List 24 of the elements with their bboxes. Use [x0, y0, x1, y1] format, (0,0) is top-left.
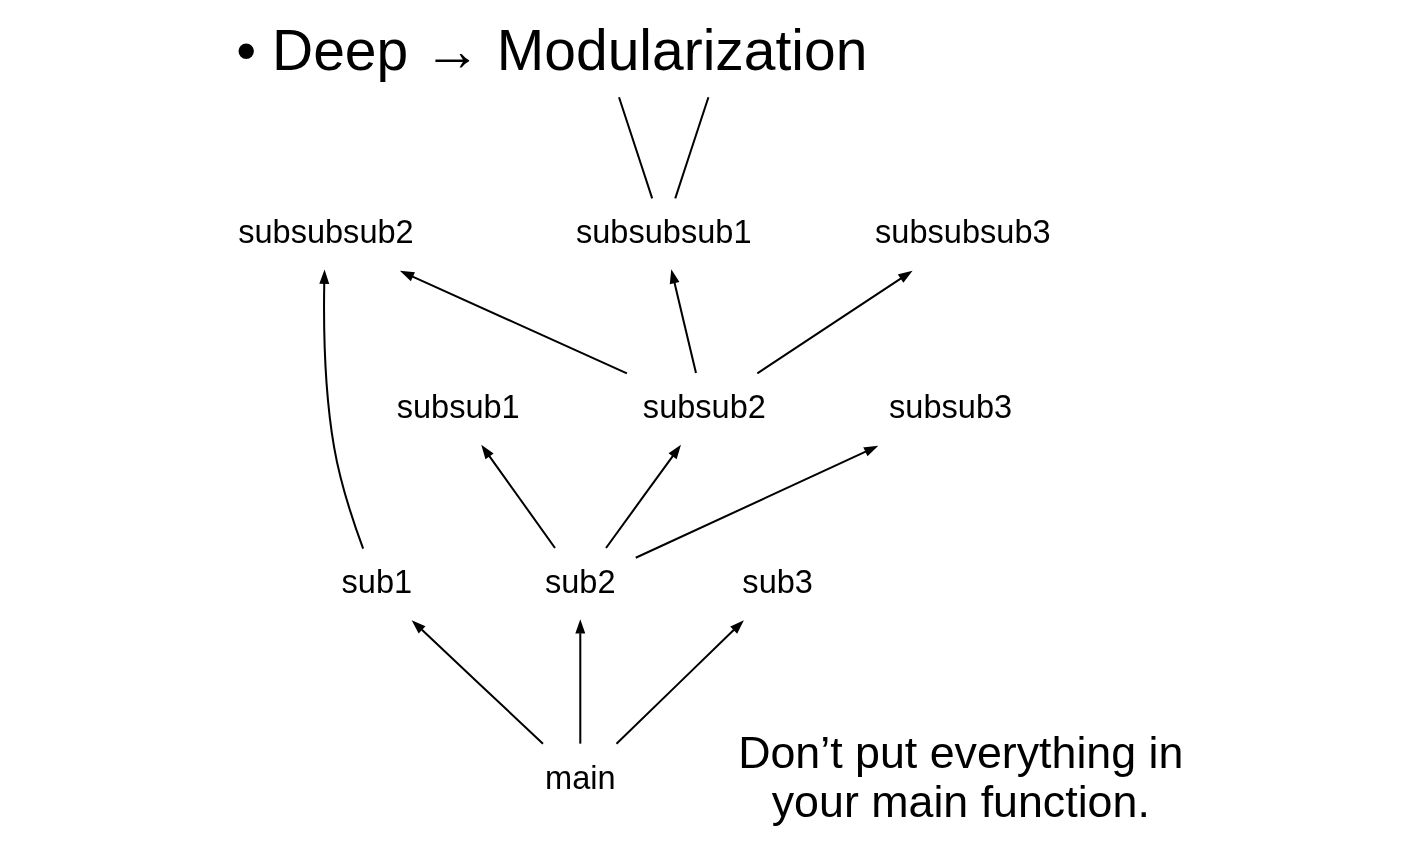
node-text: subsub1: [396, 389, 520, 426]
node-text: sub3: [741, 564, 813, 601]
arrow: [669, 269, 697, 374]
arrow: [318, 269, 364, 550]
node-text: subsubsub1: [575, 214, 751, 251]
arrow: [399, 270, 627, 375]
arrow: [411, 620, 544, 745]
node-text: sub2: [544, 564, 616, 601]
diagram-title: • Deep → Modularization: [235, 17, 867, 82]
node-text: subsub2: [642, 389, 766, 426]
node-text: subsub3: [888, 389, 1012, 426]
node-text: subsubsub2: [237, 214, 414, 251]
arrow: [615, 620, 744, 745]
arrow: [604, 444, 681, 549]
node-text: subsubsub3: [874, 214, 1051, 251]
arrow: [756, 270, 913, 375]
arrow: [634, 445, 878, 559]
arrow: [574, 619, 585, 744]
arrow: [480, 444, 556, 549]
node-text: main: [544, 759, 616, 796]
connector: [617, 96, 653, 199]
node-text: sub1: [341, 564, 412, 601]
connector: [673, 96, 709, 199]
label: Don’t put everything in your main function.: [737, 726, 1183, 826]
